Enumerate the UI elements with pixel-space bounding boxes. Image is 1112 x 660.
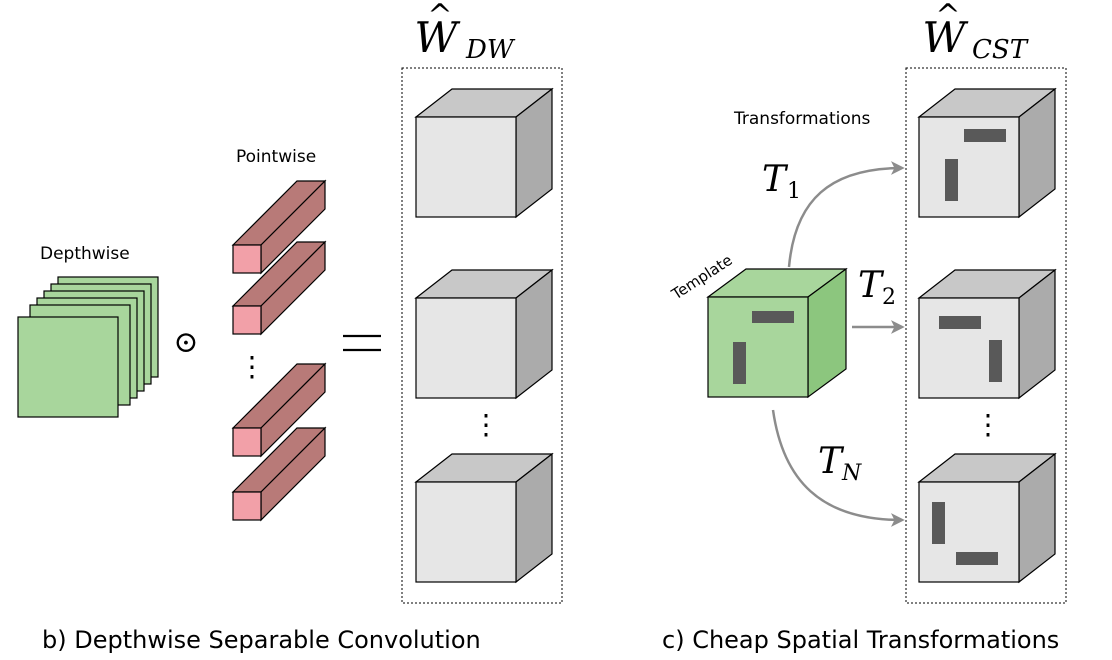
cube-marker-1 bbox=[939, 316, 981, 329]
hadamard-operator: ⊙ bbox=[173, 325, 198, 360]
dw-result-label: W ^ DW bbox=[414, 0, 515, 65]
pointwise-bar-3 bbox=[231, 362, 327, 458]
template-marker-horizontal bbox=[752, 311, 794, 323]
transform-tn-label: T N bbox=[818, 441, 862, 486]
cst-cube-stack bbox=[917, 87, 1057, 584]
template-marker-vertical bbox=[733, 342, 746, 384]
filter-cube-2 bbox=[917, 268, 1057, 400]
dw-filter-box bbox=[401, 67, 563, 604]
depthwise-stack bbox=[17, 276, 159, 418]
transform-t1-label: T 1 bbox=[762, 159, 801, 204]
filter-cube-3 bbox=[414, 452, 554, 584]
cst-ellipsis: ⋮ bbox=[974, 408, 1002, 441]
caption-c: c) Cheap Spatial Transformations bbox=[662, 626, 1059, 654]
depthwise-label: Depthwise bbox=[40, 244, 130, 264]
cst-hat: ^ bbox=[935, 0, 960, 33]
transform-t1-symbol: T bbox=[762, 159, 789, 200]
caption-b: b) Depthwise Separable Convolution bbox=[42, 626, 481, 654]
transform-t1-subscript: 1 bbox=[787, 179, 801, 204]
transform-tn-subscript: N bbox=[841, 461, 862, 486]
pointwise-bar-1 bbox=[231, 179, 327, 275]
arrow-t1 bbox=[787, 161, 905, 268]
template-cube bbox=[706, 267, 848, 399]
pointwise-bar-2 bbox=[231, 240, 327, 336]
cube-front-face bbox=[918, 297, 1020, 399]
transformations-label: Transformations bbox=[733, 109, 871, 129]
cube-marker-2 bbox=[989, 340, 1002, 382]
pointwise-label: Pointwise bbox=[236, 147, 316, 167]
pointwise-bars bbox=[231, 179, 327, 522]
dw-ellipsis: ⋮ bbox=[472, 408, 500, 441]
dw-hat: ^ bbox=[427, 0, 452, 33]
pointwise-ellipsis: ⋮ bbox=[238, 350, 266, 383]
bar-front-face bbox=[232, 244, 262, 274]
dw-symbol: W bbox=[414, 13, 461, 62]
cst-subscript: CST bbox=[972, 35, 1029, 65]
filter-cube-2 bbox=[414, 268, 554, 400]
dw-cube-stack bbox=[414, 87, 554, 584]
filter-cube-1 bbox=[414, 87, 554, 219]
dw-subscript: DW bbox=[465, 35, 516, 65]
panel-b: Depthwise ⊙ Pointwise ⋮ W ^ DW ⋮ b) Dept… bbox=[17, 0, 563, 654]
panel-c: Transformations W ^ CST ⋮ Template T 1 T bbox=[662, 0, 1067, 654]
cst-filter-box bbox=[905, 67, 1067, 604]
equals-sign bbox=[343, 334, 381, 352]
transform-t2-symbol: T bbox=[858, 265, 885, 306]
cube-marker-1 bbox=[932, 502, 945, 544]
cube-marker-1 bbox=[964, 129, 1006, 142]
pointwise-bar-4 bbox=[231, 426, 327, 522]
bar-front-face bbox=[232, 427, 262, 457]
cube-marker-2 bbox=[956, 552, 998, 565]
transform-t2-subscript: 2 bbox=[882, 285, 896, 310]
cst-symbol: W bbox=[922, 13, 969, 62]
cube-front-face bbox=[415, 481, 517, 583]
cst-result-label: W ^ CST bbox=[922, 0, 1028, 65]
bar-front-face bbox=[232, 305, 262, 335]
cube-front-face bbox=[415, 297, 517, 399]
filter-cube-1 bbox=[917, 87, 1057, 219]
bar-front-face bbox=[232, 491, 262, 521]
depthwise-channel-1 bbox=[17, 316, 119, 418]
transform-tn-symbol: T bbox=[818, 441, 845, 482]
filter-cube-3 bbox=[917, 452, 1057, 584]
arrow-tn bbox=[771, 409, 905, 527]
cube-front-face bbox=[415, 116, 517, 218]
transform-t2-label: T 2 bbox=[858, 265, 896, 310]
cube-marker-2 bbox=[945, 159, 958, 201]
